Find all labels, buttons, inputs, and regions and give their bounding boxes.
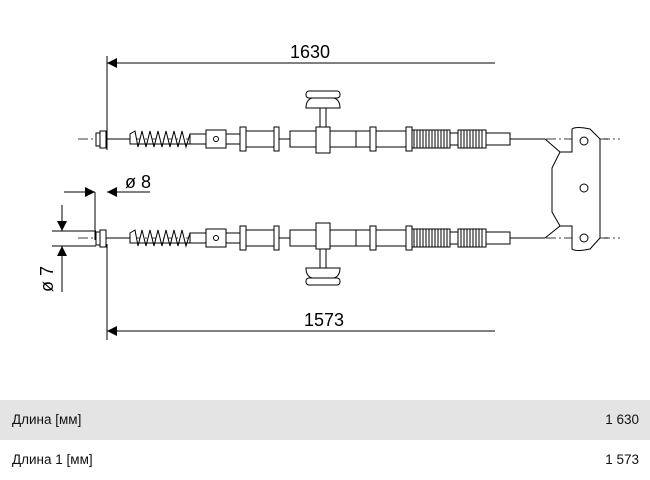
dimension-upper: 1630 xyxy=(106,42,495,150)
dimension-diameter-7-label: ø 7 xyxy=(37,266,57,292)
dimension-diameter-8-label: ø 8 xyxy=(125,172,151,192)
spec-row-length-1: Длина 1 [мм] 1 573 xyxy=(0,440,650,480)
brake-cable-drawing: 1630 1573 ø 8 ø 7 xyxy=(37,42,620,340)
spec-value: 1 630 xyxy=(605,412,639,427)
spec-value: 1 573 xyxy=(605,452,639,467)
upper-cable xyxy=(78,90,620,154)
dimension-diameter-8: ø 8 xyxy=(64,172,151,240)
dimension-diameter-7: ø 7 xyxy=(37,205,96,292)
lower-cable xyxy=(78,222,620,286)
spec-label: Длина [мм] xyxy=(12,412,82,427)
spec-row-length: Длина [мм] 1 630 xyxy=(0,400,650,440)
equalizer-bracket xyxy=(544,127,608,251)
dimension-lower-label: 1573 xyxy=(304,310,344,330)
dimension-upper-label: 1630 xyxy=(290,42,330,62)
spec-label: Длина 1 [мм] xyxy=(12,452,93,467)
dimension-lower: 1573 xyxy=(106,244,495,340)
